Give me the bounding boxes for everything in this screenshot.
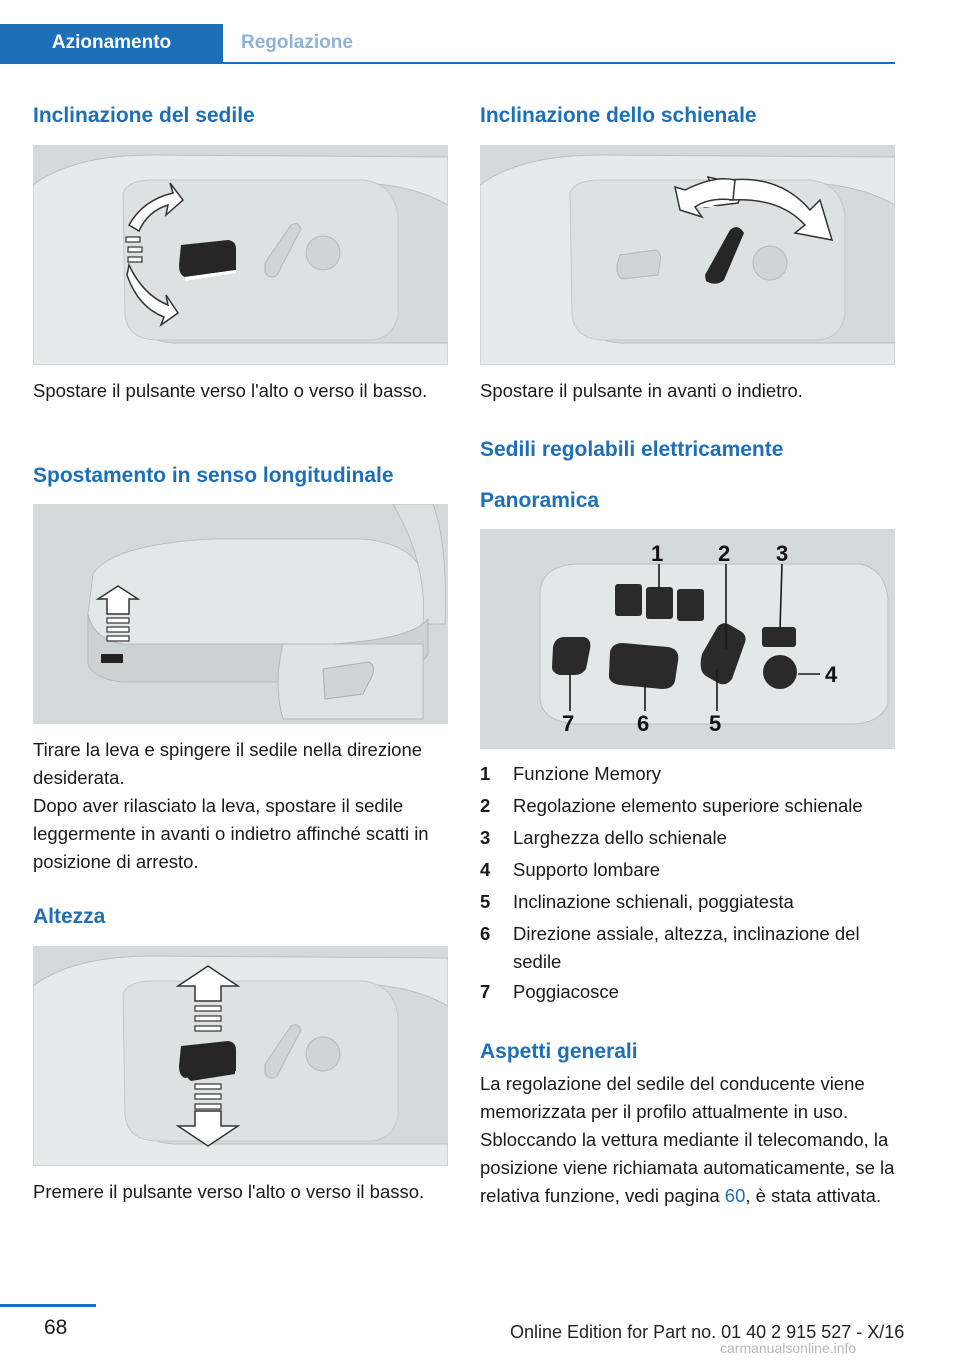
legend-text: Inclinazione schienali, poggiatesta [513,891,794,912]
text-spostamento-2: Dopo aver rilasciato la leva, spostare i… [33,795,429,872]
heading-aspetti-generali: Aspetti generali [480,1040,638,1063]
callout-7: 7 [562,711,574,736]
text-inclinazione-sedile: Spostare il pulsante verso l'alto o vers… [33,380,428,401]
legend-text: Supporto lombare [513,859,661,880]
callout-1: 1 [651,541,663,566]
callout-3: 3 [776,541,788,566]
legend-number: 1 [480,763,491,784]
callout-4: 4 [825,662,838,687]
backrest-tilt-illustration [480,145,895,365]
text-aspetti-generali-a: La regolazione del sedile del conducente… [480,1073,895,1206]
text-aspetti-generali-b: , è stata attivata. [745,1185,882,1206]
legend-text: Funzione Memory [513,763,662,784]
legend-number: 5 [480,891,491,912]
text-aspetti-generali: La regolazione del sedile del conducente… [480,1070,898,1210]
tab-azionamento[interactable]: Azionamento [0,24,223,62]
header-tabs: Azionamento Regolazione [0,24,895,64]
text-altezza: Premere il pulsante verso l'alto o verso… [33,1181,425,1202]
text-spostamento-1: Tirare la leva e spingere il sedile nell… [33,739,423,788]
seat-tilt-illustration [33,145,448,365]
watermark: carmanualsonline.info [720,1340,857,1356]
legend-number: 7 [480,981,491,1002]
callout-5: 5 [709,711,721,736]
heading-inclinazione-sedile: Inclinazione del sedile [33,104,255,127]
heading-altezza: Altezza [33,905,106,928]
legend-number: 6 [480,923,491,944]
heading-spostamento-longitudinale: Spostamento in senso longitudinale [33,464,394,487]
legend-number: 2 [480,795,491,816]
heading-sedili-elettrici: Sedili regolabili elettricamente [480,438,784,461]
legend-text: Regolazione elemento superiore schienale [513,795,863,816]
legend-number: 4 [480,859,491,880]
legend-text: Direzione assiale, altezza, inclinazione… [513,923,860,972]
callout-2: 2 [718,541,730,566]
legend-text: Larghezza dello schienale [513,827,727,848]
edition-footer: Online Edition for Part no. 01 40 2 915 … [510,1322,905,1342]
page-number-rule [0,1304,96,1307]
tab-regolazione[interactable]: Regolazione [241,32,353,53]
seat-height-illustration [33,946,448,1166]
text-inclinazione-schienale: Spostare il pulsante in avanti o indietr… [480,380,803,401]
heading-inclinazione-schienale: Inclinazione dello schienale [480,104,757,127]
heading-panoramica: Panoramica [480,489,600,512]
seat-longitudinal-illustration [33,504,448,724]
seat-controls-overview-illustration: 1 2 3 4 5 6 7 [480,529,895,749]
page-link-60[interactable]: 60 [724,1185,746,1206]
page-number: 68 [44,1316,68,1339]
legend-number: 3 [480,827,491,848]
legend-text: Poggiacosce [513,981,619,1002]
callout-6: 6 [637,711,649,736]
